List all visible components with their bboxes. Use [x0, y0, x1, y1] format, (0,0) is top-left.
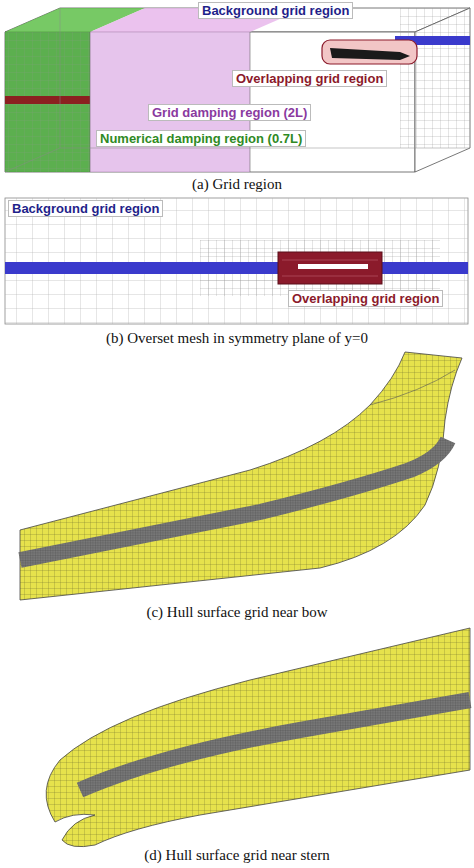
- panel-caption: (c) Hull surface grid near bow: [0, 604, 474, 621]
- region-label: Grid damping region (2L): [148, 104, 311, 121]
- region-label: Background grid region: [8, 200, 163, 217]
- region-label: Background grid region: [198, 2, 353, 19]
- region-label: Overlapping grid region: [232, 70, 387, 87]
- hull-bow: [20, 352, 462, 600]
- region-label: Numerical damping region (0.7L): [96, 130, 306, 147]
- panel-caption: (a) Grid region: [0, 176, 474, 193]
- domain-box: [5, 8, 470, 172]
- hull-stern: [46, 628, 470, 847]
- overset-mesh: [5, 198, 468, 324]
- panel-caption: (d) Hull surface grid near stern: [0, 847, 474, 864]
- region-label: Overlapping grid region: [288, 290, 443, 307]
- panel-caption: (b) Overset mesh in symmetry plane of y=…: [0, 330, 474, 347]
